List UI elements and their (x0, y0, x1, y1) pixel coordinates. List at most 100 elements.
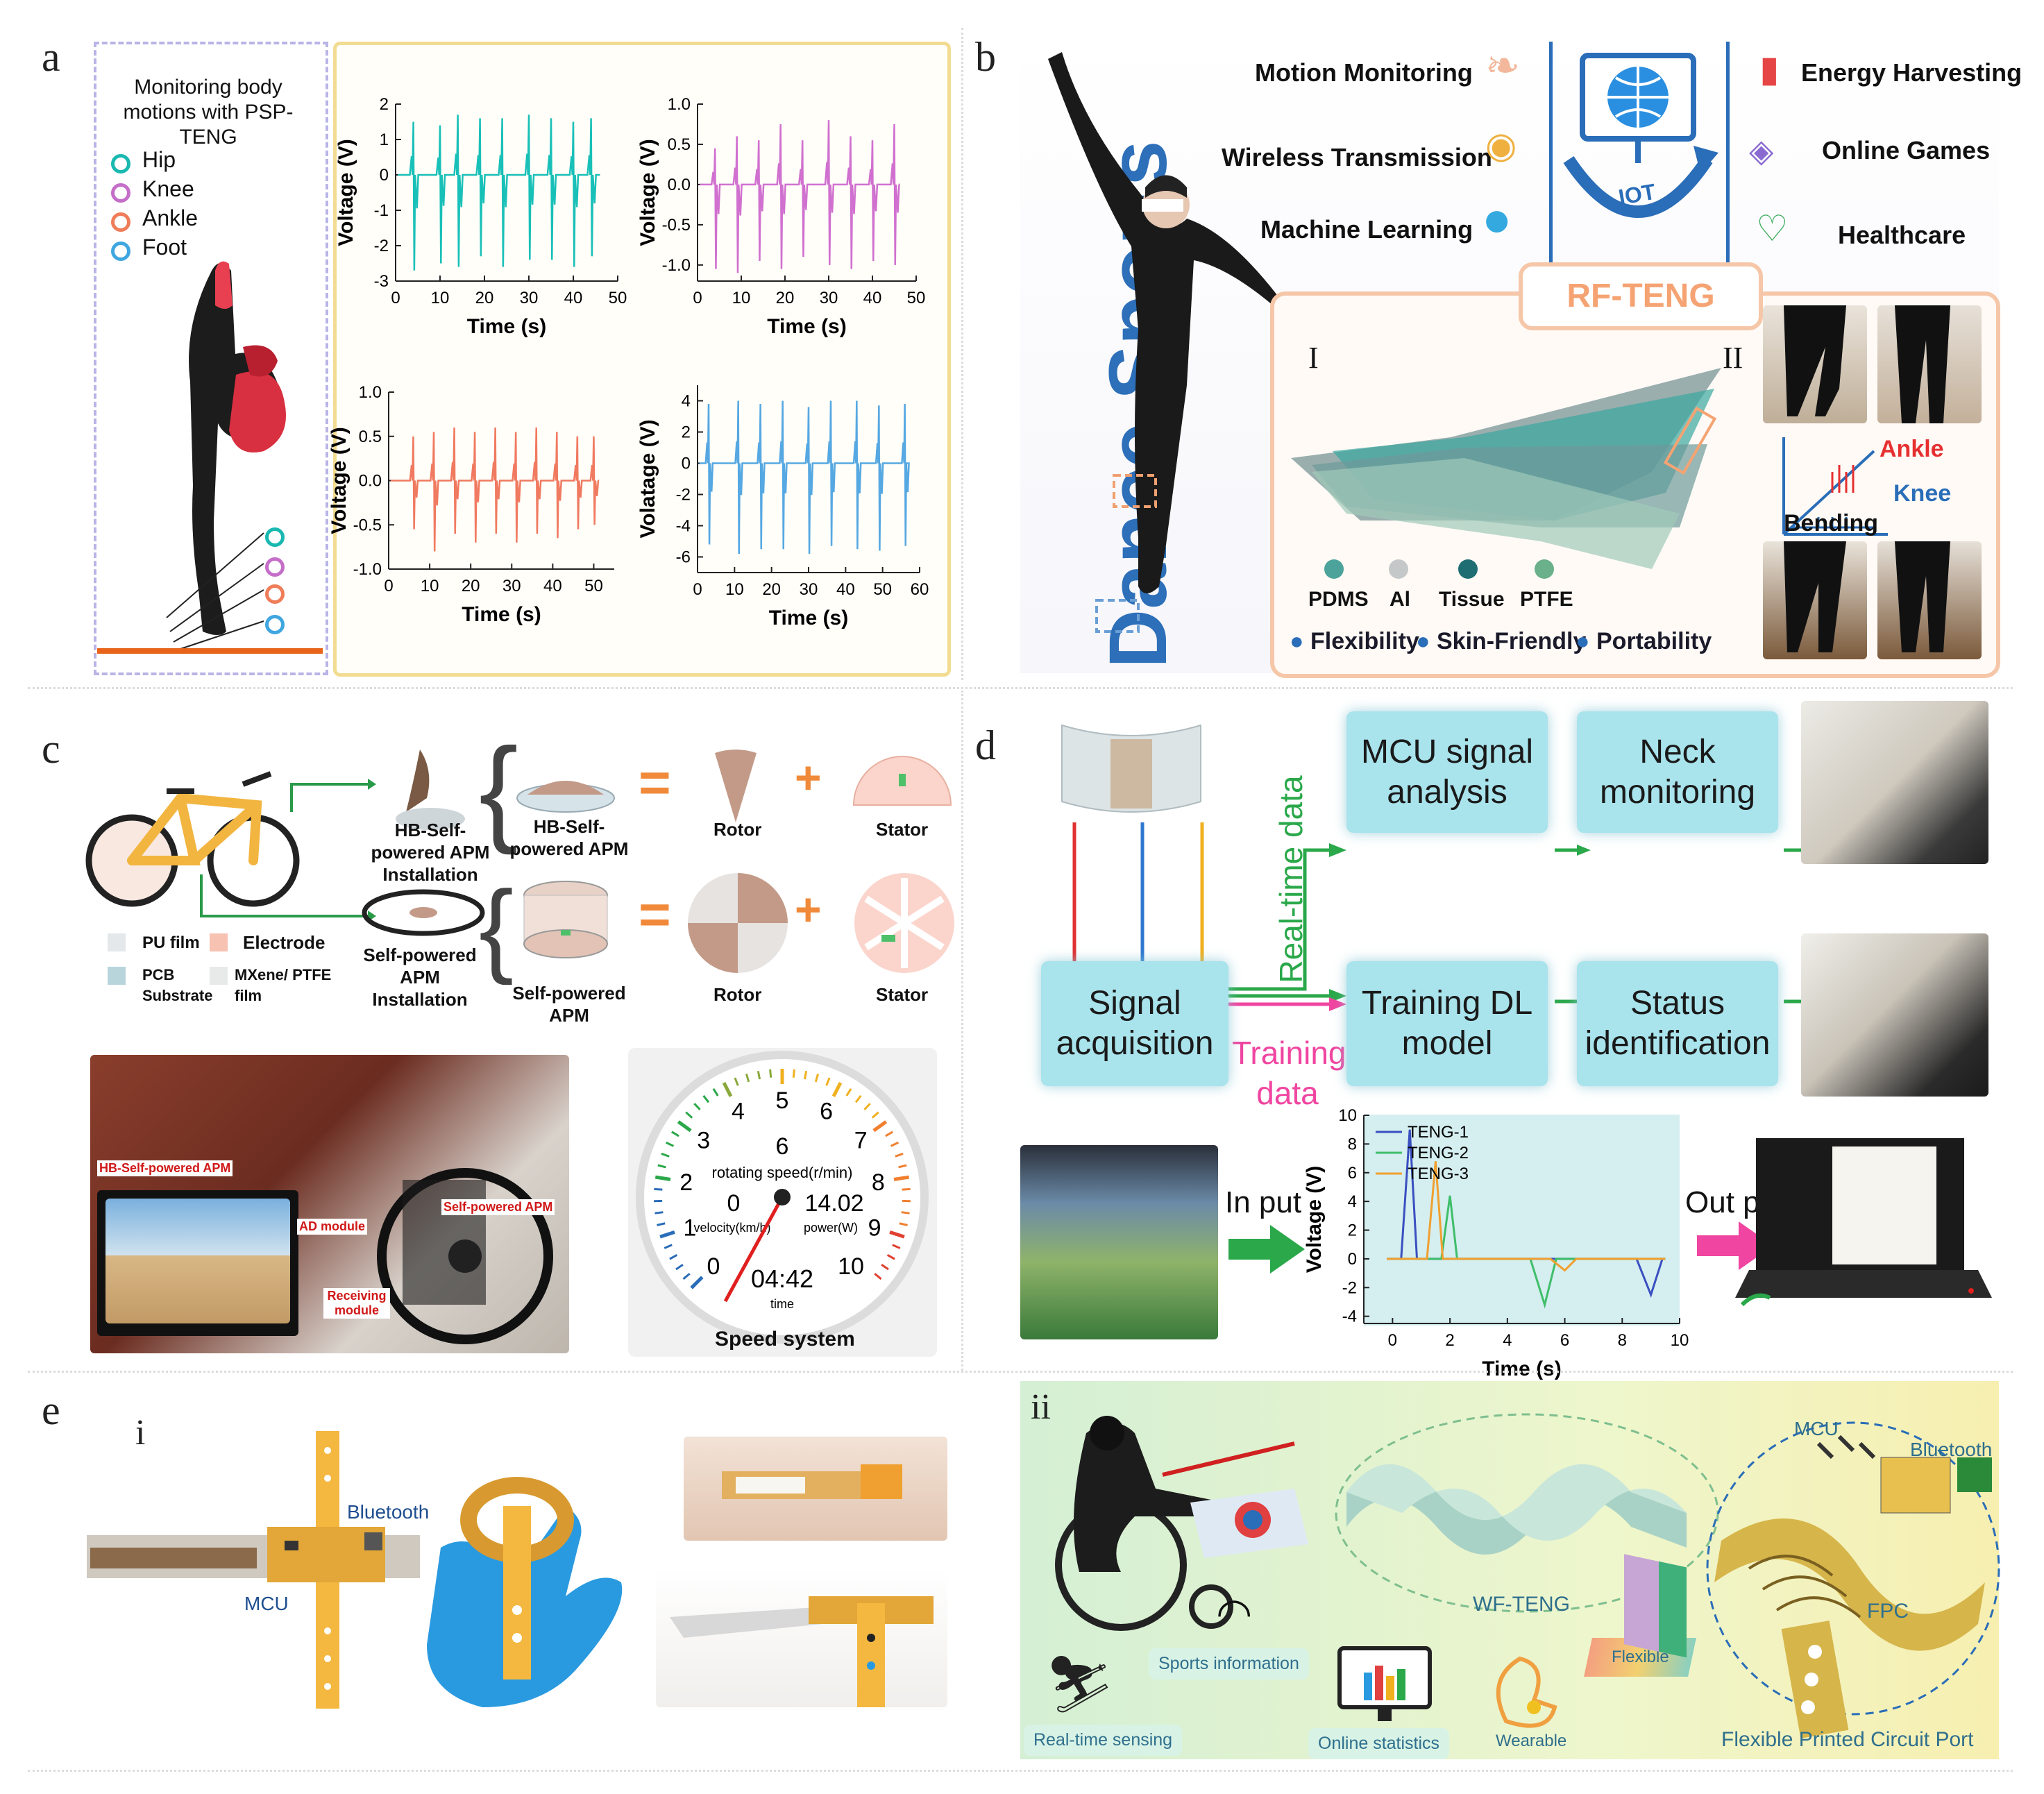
fpc-port-label: Flexible Printed Circuit Port (1721, 1728, 1974, 1751)
material-al: Al (1390, 588, 1410, 611)
mcu-signal-analysis-box: MCU signal analysis (1346, 711, 1548, 833)
plus-sign-1: + (795, 752, 822, 803)
gauge-tick (803, 1070, 808, 1080)
gauge-tick-label: 2 (679, 1169, 693, 1196)
x-axis-label: Time (s) (1482, 1357, 1561, 1380)
training-data-label: Training data (1232, 1035, 1346, 1111)
gauge-tick-label: 1 (683, 1215, 696, 1241)
gauge-tick (769, 1069, 772, 1078)
material-ptfe: PTFE (1520, 588, 1573, 611)
stator-label-1: Stator (876, 819, 929, 840)
mcu-label-ii: MCU (1794, 1418, 1839, 1439)
bending-label: Bending (1784, 510, 1878, 536)
legend-mxene: MXene/ PTFE film (235, 966, 332, 1004)
gauge-tick (661, 1152, 670, 1158)
gamepad-icon: ◈ (1749, 133, 1774, 169)
gauge-tick (670, 1131, 679, 1137)
legend-label-knee: Knee (142, 176, 194, 201)
teng-series-line (1387, 1161, 1666, 1272)
bracket-top: { (479, 724, 518, 856)
y-tick-label: -1.0 (662, 256, 691, 275)
panel-e-letter: e (42, 1387, 60, 1433)
equals-sign-2: = (639, 883, 671, 945)
gauge-tick-label: 0 (707, 1253, 720, 1280)
x-tick-label: 50 (907, 289, 926, 307)
iot-frame (1549, 42, 1730, 264)
y-tick-label: 0 (682, 455, 691, 473)
x-tick-label: 6 (1560, 1331, 1569, 1350)
legend-marker-hip (111, 154, 130, 174)
rf-teng-title: RF-TENG (1519, 262, 1763, 330)
gauge-tick (677, 1120, 692, 1133)
gauge-tick (654, 1211, 664, 1215)
panel-d-letter: d (975, 722, 996, 768)
legend-pu-film: PU film (142, 933, 200, 952)
gauge-tick (734, 1077, 739, 1086)
online-statistics-pill: Online statistics (1308, 1728, 1450, 1759)
statistics-monitor-icon (1337, 1646, 1432, 1721)
gauge-tick (665, 1141, 675, 1147)
laptop-illustration (1735, 1138, 1992, 1307)
x-axis-label: Time (s) (767, 315, 846, 338)
photo-label-receiving-module: Receiving module (323, 1288, 390, 1319)
pcb-swatch (108, 967, 126, 985)
legend-marker-ankle (111, 212, 130, 232)
x-tick-label: 40 (564, 289, 583, 307)
gauge-tick (792, 1069, 795, 1078)
gauge-tick (895, 1152, 904, 1158)
wf-teng-device (1335, 1413, 1719, 1658)
gauge-hub (774, 1189, 791, 1205)
gauge-tick (664, 1244, 673, 1249)
wf-teng-label: WF-TENG (1473, 1593, 1570, 1616)
y-tick-label: 1 (380, 130, 389, 149)
neck-monitoring-box: Neck monitoring (1577, 711, 1778, 833)
knee-marker (265, 557, 285, 577)
floor-line (97, 648, 323, 654)
gauge-tick (654, 1175, 671, 1181)
panel-separator-vertical-top (961, 28, 963, 680)
gauge-tick (702, 1094, 710, 1103)
y-tick-label: 1.0 (668, 95, 691, 114)
photo-label-ad-module: AD module (297, 1219, 368, 1235)
gauge-tick (872, 1120, 888, 1133)
gauge-tick (682, 1273, 691, 1280)
hb-apm-installation-label: HB-Self-powered APM Installation (371, 820, 490, 885)
x-tick-label: 60 (911, 580, 929, 599)
sub-panel-i-label: i (135, 1413, 146, 1453)
realtime-data-label: Real-time data (1273, 775, 1309, 983)
sub-panel-ii-label: ii (1031, 1387, 1051, 1427)
y-axis-label: Volatage (V) (636, 419, 659, 538)
property-skin-friendly: ● Skin-Friendly (1416, 628, 1587, 654)
voltage-series-line (390, 427, 600, 552)
panel-c-arrows (200, 779, 376, 922)
sp-apm-device (523, 881, 608, 958)
gauge-speed-label: rotating speed(r/min) (712, 1164, 853, 1181)
gauge-power-label: power(W) (804, 1221, 858, 1235)
x-tick-label: 50 (609, 289, 627, 307)
gauge-tick (669, 1254, 678, 1260)
input-arrow (1228, 1225, 1305, 1273)
legend-pcb: PCB Substrate (142, 966, 213, 1004)
x-tick-label: 30 (520, 289, 539, 307)
gauge-time-label: time (770, 1297, 794, 1311)
y-tick-label: 2 (682, 423, 691, 442)
gauge-tick (659, 1230, 675, 1239)
y-tick-label: 0 (380, 166, 389, 185)
x-tick-label: 10 (421, 577, 439, 595)
gauge-velocity-label: velocity(km/h) (693, 1221, 770, 1235)
electrode-swatch (210, 933, 228, 951)
gauge-title: Speed system (715, 1328, 855, 1351)
gauge-tick-label: 5 (776, 1088, 789, 1114)
voltage-series-line (699, 400, 910, 555)
teng-chart-background (1364, 1115, 1680, 1326)
mcu-label-i: MCU (244, 1593, 289, 1614)
gauge-tick-label: 4 (732, 1098, 745, 1124)
bluetooth-label-ii: Bluetooth (1910, 1439, 1993, 1460)
gauge-tick (890, 1141, 899, 1147)
gauge-speed-value: 6 (776, 1133, 789, 1160)
y-tick-label: 0.0 (359, 472, 382, 491)
x-tick-label: 40 (836, 580, 855, 599)
bicycle-illustration (85, 771, 300, 907)
gauge-tick (854, 1094, 862, 1103)
